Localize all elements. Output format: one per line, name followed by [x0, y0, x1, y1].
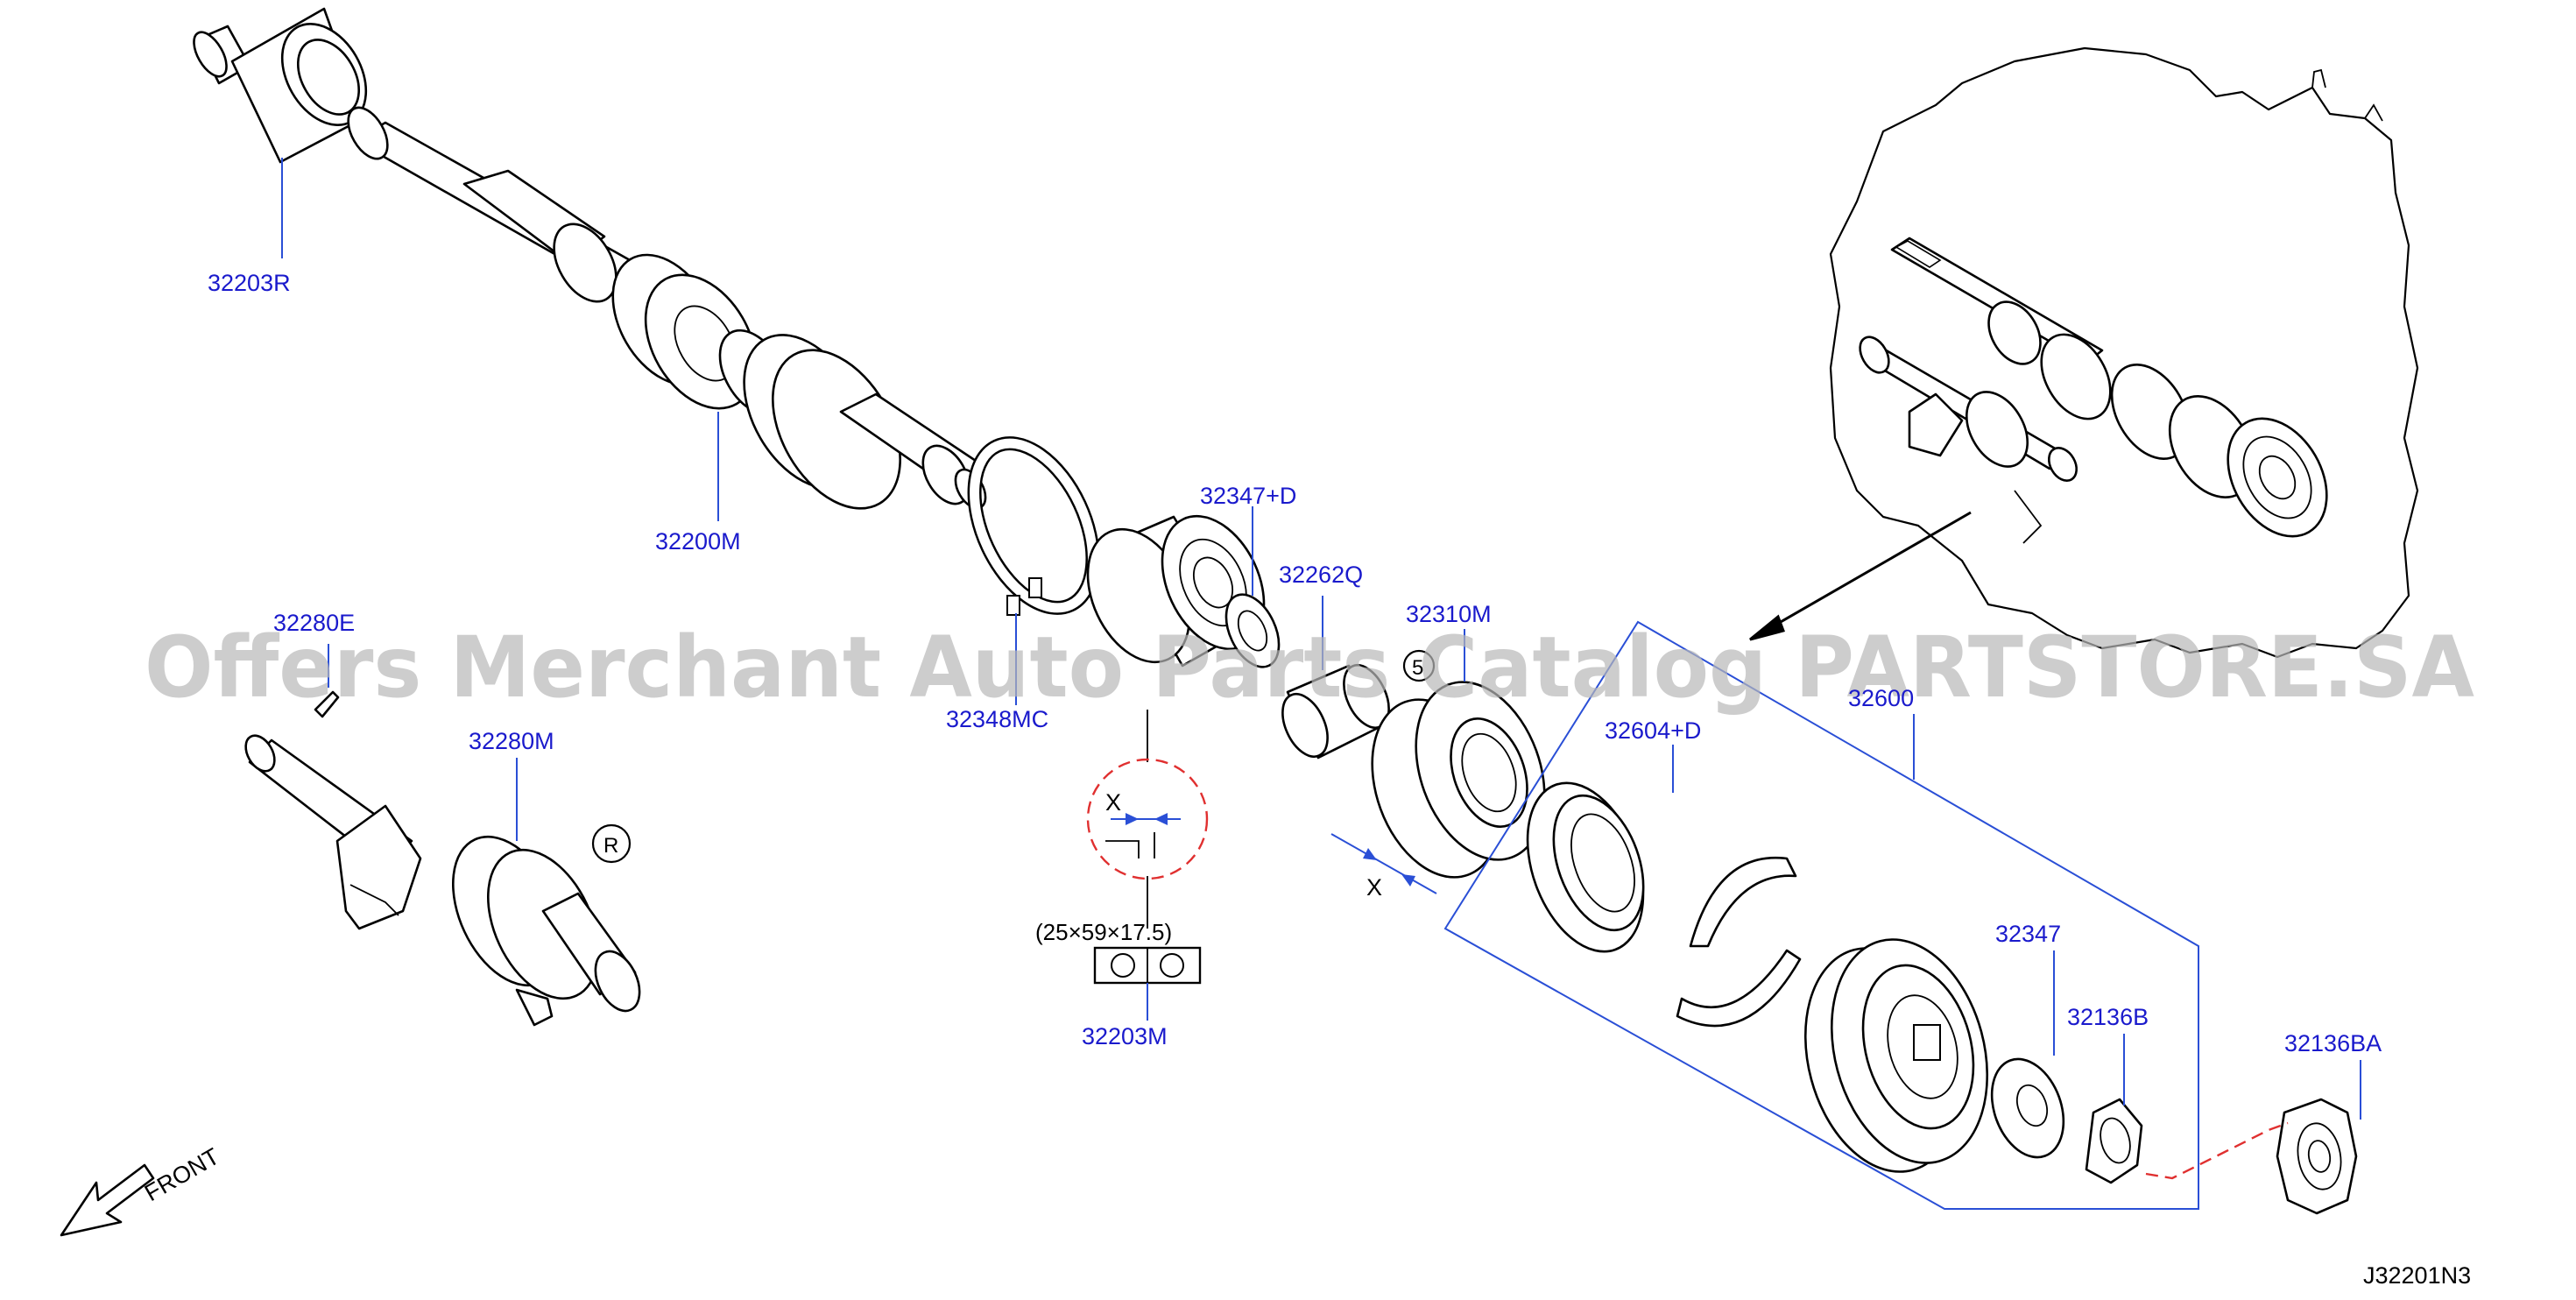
- collar-32347D: [1224, 593, 1281, 668]
- mainshaft-32200M: [347, 106, 987, 510]
- callout-32203R[interactable]: 32203R: [208, 270, 291, 296]
- callout-32604D[interactable]: 32604+D: [1605, 717, 1701, 744]
- bushing-32262Q: [1281, 664, 1390, 760]
- callout-32347D[interactable]: 32347+D: [1200, 483, 1296, 509]
- bearing-dimensions: (25×59×17.5): [1035, 919, 1172, 945]
- washer-32347: [1990, 1057, 2065, 1159]
- diagram-code: J32201N3: [2363, 1262, 2471, 1289]
- fifth-gear-32310M: [1371, 681, 1546, 879]
- reverse-idler-32280M: [244, 734, 641, 1027]
- synchro-assembly-32600: [1443, 620, 2199, 1210]
- inset-mainshaft: [1890, 237, 2328, 538]
- bearing-32203R: [193, 7, 368, 164]
- leader-lines: [281, 158, 2361, 1120]
- bearing-detail: X (25×59×17.5): [1035, 710, 1209, 1021]
- callout-32280E[interactable]: 32280E: [273, 610, 355, 636]
- callout-32600[interactable]: 32600: [1848, 685, 1914, 711]
- baulk-ring-32604D: [1526, 781, 1645, 953]
- nut-32136B: [2085, 1098, 2143, 1184]
- inset-reverse-idler: [1859, 336, 2078, 544]
- callout-32348MC[interactable]: 32348MC: [946, 706, 1048, 732]
- front-label: FRONT: [140, 1143, 224, 1206]
- callout-32262Q[interactable]: 32262Q: [1279, 562, 1363, 588]
- nut-32136BA: [2276, 1098, 2358, 1215]
- reverse-marker-R: R: [603, 834, 618, 858]
- callout-32347[interactable]: 32347: [1995, 921, 2061, 947]
- callout-32310M[interactable]: 32310M: [1406, 601, 1492, 627]
- clearance-label-detail: X: [1105, 789, 1121, 816]
- callout-32136BA[interactable]: 32136BA: [2284, 1030, 2382, 1056]
- watermark: Offers Merchant Auto Parts Catalog PARTS…: [145, 618, 2474, 717]
- snap-ring-32348MC: [967, 436, 1100, 616]
- gear-marker-5: 5: [1412, 656, 1423, 680]
- transmission-case-inset: [1749, 46, 2419, 659]
- synchro-hub-sleeve: [1803, 938, 1989, 1173]
- synchro-spring-upper: [1689, 856, 1797, 948]
- gear-clearance: X: [1330, 833, 1437, 901]
- callout-32200M[interactable]: 32200M: [655, 528, 741, 555]
- callout-32203M[interactable]: 32203M: [1082, 1023, 1168, 1049]
- synchro-spring-lower: [1676, 949, 1802, 1028]
- clearance-label-gear: X: [1366, 874, 1382, 901]
- callouts: 32203R 32200M 32280E 32280M 32348MC 3234…: [208, 270, 2382, 1056]
- callout-32136B[interactable]: 32136B: [2067, 1004, 2149, 1030]
- nut-link-dashed: [2145, 1121, 2289, 1180]
- callout-32280M[interactable]: 32280M: [469, 728, 554, 754]
- front-indicator: FRONT: [60, 1143, 224, 1237]
- pin-32280E: [314, 690, 340, 718]
